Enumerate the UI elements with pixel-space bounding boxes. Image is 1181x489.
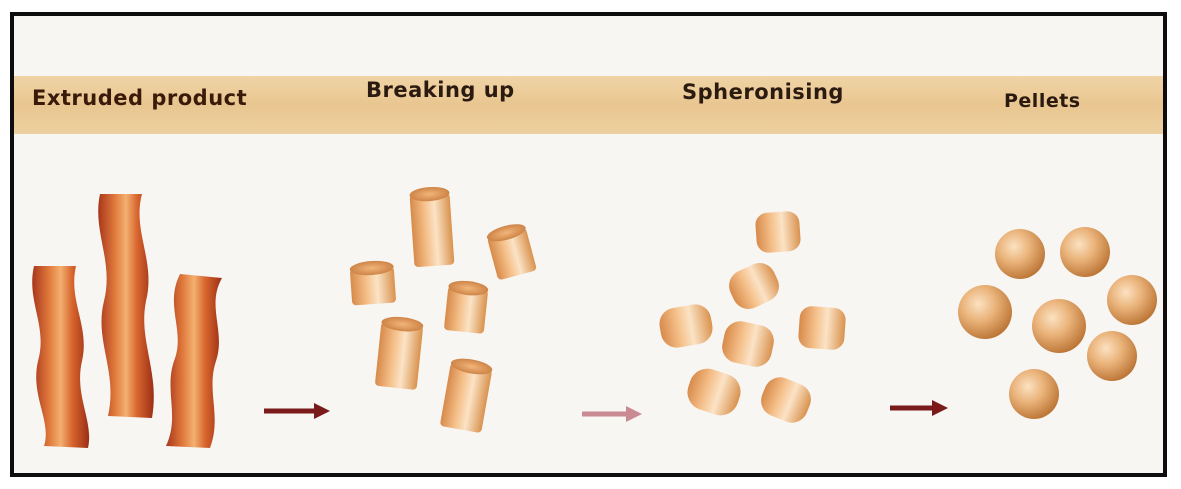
pellet [1087, 331, 1137, 381]
pellet [1060, 227, 1110, 277]
arrow-2-icon [582, 406, 642, 422]
extrudate-rods [32, 194, 222, 448]
extrudate-rod [98, 194, 154, 418]
pellet [1107, 275, 1157, 325]
pellet [958, 285, 1012, 339]
arrow-1-icon [264, 403, 330, 419]
extrudate-rod [166, 274, 222, 448]
spheronising-granules [657, 211, 846, 428]
arrow-3-icon [890, 400, 948, 416]
extrudate-rod [32, 266, 89, 448]
broken-granules [349, 186, 537, 433]
pellet [1009, 369, 1059, 419]
pellet [995, 229, 1045, 279]
pellets [958, 227, 1157, 419]
process-illustration [14, 16, 1163, 473]
diagram-frame: Extruded product Breaking up Spheronisin… [10, 12, 1167, 477]
pellet [1032, 299, 1086, 353]
